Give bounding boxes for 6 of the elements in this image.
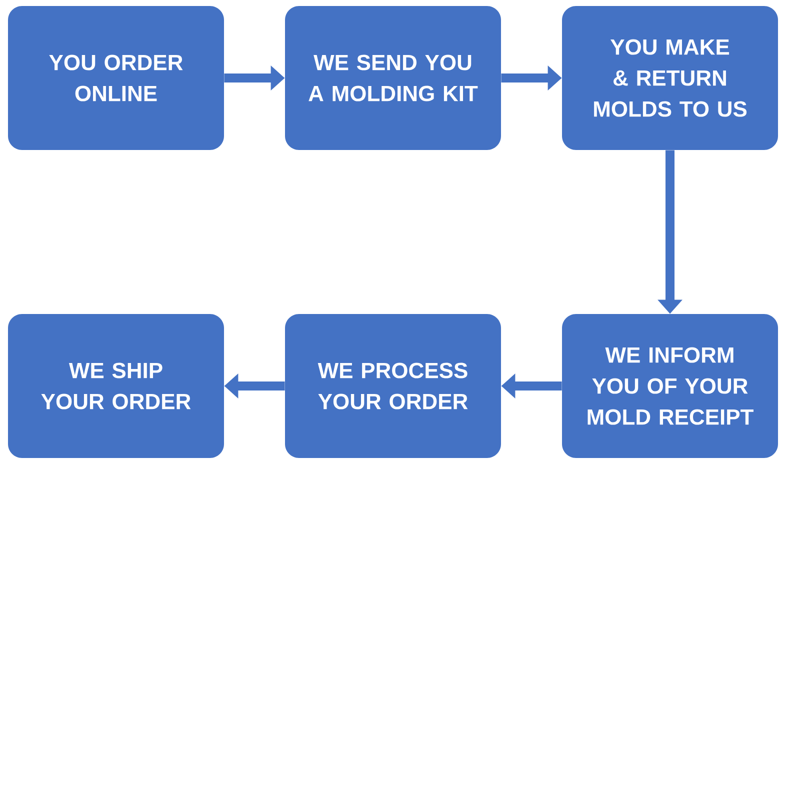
process-box: YOU ORDER ONLINE <box>8 6 224 150</box>
process-box: WE PROCESS YOUR ORDER <box>285 314 501 458</box>
process-box: WE INFORM YOU OF YOUR MOLD RECEIPT <box>562 314 778 458</box>
process-box: YOU MAKE & RETURN MOLDS TO US <box>562 6 778 150</box>
process-box: WE SEND YOU A MOLDING KIT <box>285 6 501 150</box>
process-box: WE SHIP YOUR ORDER <box>8 314 224 458</box>
